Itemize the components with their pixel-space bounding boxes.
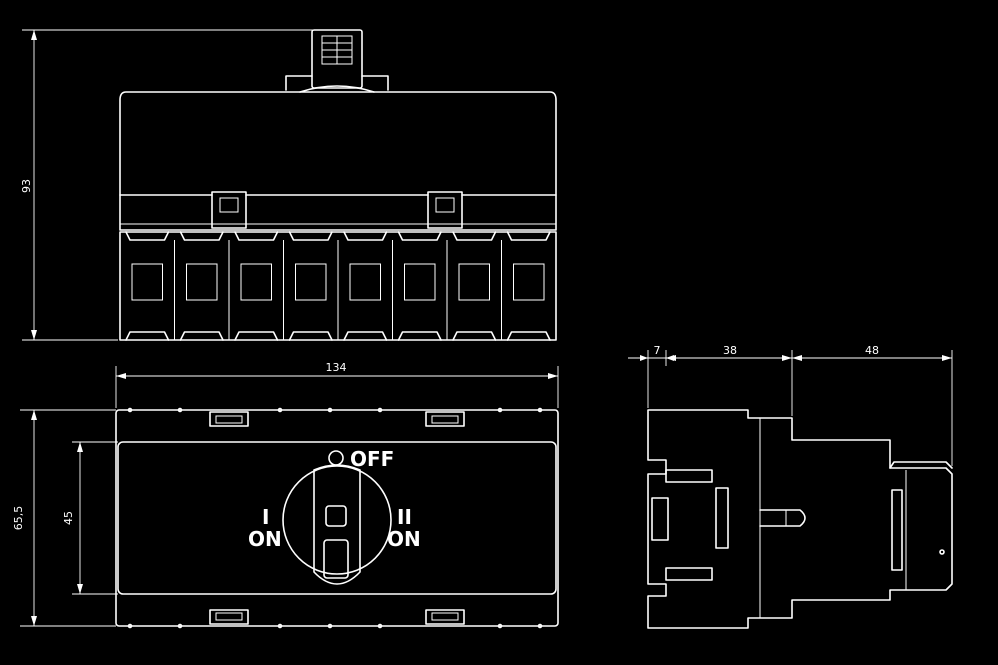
edge-dot <box>497 623 503 629</box>
terminal-top-notch <box>452 231 497 241</box>
terminal-top-notch <box>343 231 388 241</box>
on-i-numeral: I <box>262 505 269 529</box>
off-circle-icon <box>328 450 344 466</box>
terminal-bottom-notch <box>125 331 170 341</box>
front-window <box>117 441 557 595</box>
terminal-clamp <box>404 263 436 301</box>
edge-dot <box>177 623 183 629</box>
edge-dot <box>127 623 133 629</box>
front-body <box>115 409 559 627</box>
edge-dot <box>327 623 333 629</box>
dimension-45: 45 <box>62 441 118 595</box>
terminal-top-notch <box>234 231 279 241</box>
top-actuator <box>285 29 389 93</box>
terminal-clamp <box>349 263 381 301</box>
terminal-top-notch <box>506 231 551 241</box>
dimension-93: 93 <box>20 29 314 341</box>
dim-38-text: 38 <box>723 344 737 357</box>
terminal-bottom-notch <box>452 331 497 341</box>
top-body <box>119 91 557 231</box>
edge-dot <box>497 407 503 413</box>
on-ii-numeral: II <box>397 505 412 529</box>
terminal-clamp <box>240 263 272 301</box>
on-ii-label: ON <box>387 527 421 551</box>
terminal-bottom-notch <box>179 331 224 341</box>
front-view: OFF I ON II ON <box>115 407 559 629</box>
dim-7-text: 7 <box>654 344 661 357</box>
edge-dot <box>177 407 183 413</box>
dim-93-text: 93 <box>20 179 33 193</box>
terminal-bottom-notch <box>397 331 442 341</box>
terminal-top-notch <box>397 231 442 241</box>
terminal-clamp <box>186 263 218 301</box>
off-label: OFF <box>350 447 394 471</box>
terminal-clamp <box>295 263 327 301</box>
edge-dot <box>377 407 383 413</box>
rotary-knob <box>282 464 392 585</box>
dimension-65-5: 65,5 <box>12 409 116 627</box>
terminal-bottom-notch <box>288 331 333 341</box>
side-body <box>647 409 953 629</box>
dimension-side-depths: 7 38 48 <box>628 344 953 466</box>
terminal-clamp <box>513 263 545 301</box>
terminal-clamp <box>458 263 490 301</box>
off-position: OFF <box>328 447 394 471</box>
edge-dot <box>327 407 333 413</box>
dimension-134: 134 <box>115 361 559 408</box>
on-i-position: I ON <box>248 505 282 551</box>
dim-134-text: 134 <box>326 361 347 374</box>
terminal-clamp <box>131 263 163 301</box>
terminal-bottom-notch <box>234 331 279 341</box>
terminal-top-notch <box>125 231 170 241</box>
terminal-bottom-notch <box>343 331 388 341</box>
side-view <box>647 409 953 629</box>
edge-dot <box>277 623 283 629</box>
dim-45-text: 45 <box>62 511 75 525</box>
terminal-top-notch <box>179 231 224 241</box>
edge-dot <box>127 407 133 413</box>
on-ii-position: II ON <box>387 505 421 551</box>
edge-dot <box>537 407 543 413</box>
dim-65-5-text: 65,5 <box>12 506 25 531</box>
edge-dot <box>377 623 383 629</box>
terminal-bottom-notch <box>506 331 551 341</box>
edge-dot <box>537 623 543 629</box>
edge-dot <box>277 407 283 413</box>
terminal-top-notch <box>288 231 333 241</box>
dim-48-text: 48 <box>865 344 879 357</box>
on-i-label: ON <box>248 527 282 551</box>
top-view <box>119 29 557 341</box>
top-terminals <box>119 231 557 341</box>
